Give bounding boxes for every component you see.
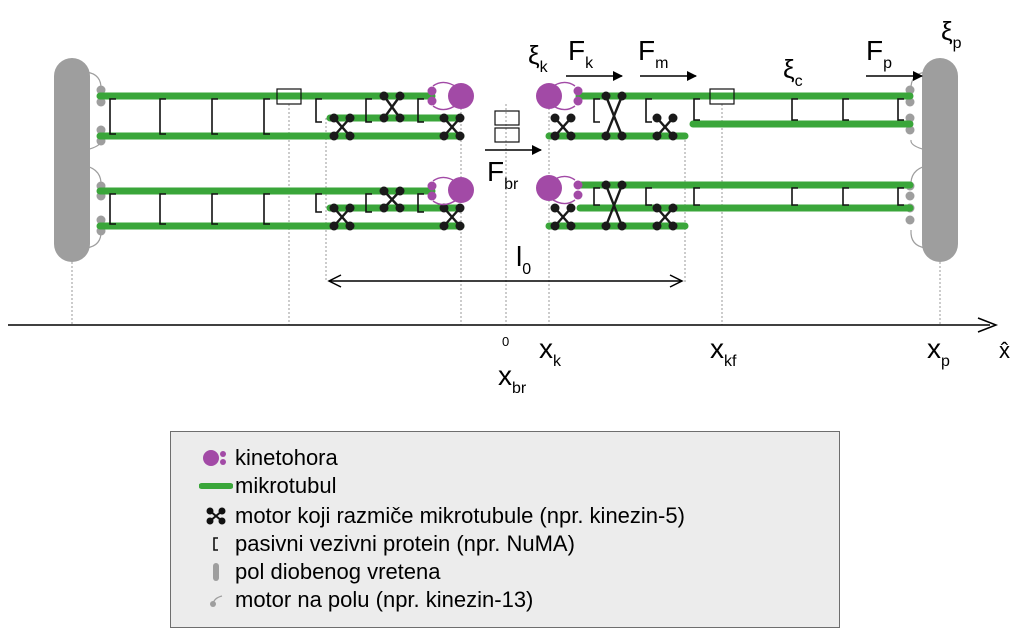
legend-text: kinetohora	[235, 445, 338, 470]
label-xi-c: ξc	[783, 54, 803, 90]
motor	[379, 91, 405, 123]
reference-box-bridge-top	[494, 110, 520, 126]
reference-box-bridge-bottom	[494, 127, 520, 143]
label-axis-end: x̂	[999, 338, 1010, 363]
kinetochore-left-top	[427, 81, 474, 111]
motor	[379, 186, 405, 213]
pole-motor-icon	[199, 589, 233, 611]
legend-item-passive-crosslinker: pasivni vezivni protein (npr. NuMA)	[199, 531, 575, 556]
label-x-kf: xkf	[710, 333, 737, 370]
legend-item-pole: pol diobenog vretena	[199, 559, 441, 584]
legend-item-pole-motor: motor na polu (npr. kinezin-13)	[199, 587, 534, 612]
microtubule-icon	[199, 475, 233, 497]
legend-text: motor na polu (npr. kinezin-13)	[235, 587, 534, 612]
reference-box-right	[709, 88, 735, 105]
label-x-p: xp	[927, 333, 950, 370]
label-F-m: Fm	[638, 35, 668, 72]
motor	[329, 113, 355, 141]
kinetochore-right-bottom	[536, 175, 583, 205]
left-spindle-pole	[54, 58, 90, 262]
guide-lines	[71, 104, 941, 325]
reference-box-left	[276, 88, 302, 105]
microtubules	[96, 92, 914, 230]
motor	[652, 113, 678, 141]
kinetochores	[427, 81, 583, 206]
label-xi-k: ξk	[528, 40, 549, 76]
motors	[329, 91, 678, 231]
legend-item-microtubule: mikrotubul	[199, 473, 337, 498]
kinetochore-right-top	[536, 81, 583, 111]
passive-crosslinker-icon	[199, 533, 233, 555]
motor	[652, 203, 678, 231]
label-x-br: xbr	[498, 360, 527, 397]
motor	[550, 203, 576, 231]
labels: ξp ξk ξc Fk Fm Fp Fbr l0 0 xk xkf xp xbr…	[487, 16, 1010, 397]
label-F-p: Fp	[866, 35, 892, 72]
x-axis	[8, 317, 999, 333]
legend-text: motor koji razmiče mikrotubule (npr. kin…	[235, 503, 685, 528]
motor	[601, 180, 627, 231]
legend-item-motor: motor koji razmiče mikrotubule (npr. kin…	[199, 503, 685, 528]
legend-text: mikrotubul	[235, 473, 337, 498]
motor	[439, 203, 465, 231]
label-x-k: xk	[539, 333, 562, 370]
motor	[329, 203, 355, 231]
legend: kinetohora mikrotubul motor koji razmiče…	[170, 431, 840, 628]
legend-text: pasivni vezivni protein (npr. NuMA)	[235, 531, 575, 556]
legend-item-kinetochore: kinetohora	[199, 445, 338, 470]
motor	[550, 113, 576, 141]
label-l0: l0	[516, 241, 531, 278]
pole-icon	[199, 561, 233, 583]
label-xi-p: ξp	[941, 16, 962, 52]
passive-crosslinkers	[109, 98, 904, 225]
right-spindle-pole	[922, 58, 958, 262]
motor	[601, 91, 627, 141]
kinetochore-left-bottom	[427, 176, 474, 206]
legend-text: pol diobenog vretena	[235, 559, 441, 584]
force-arrows	[485, 71, 923, 155]
reference-boxes	[276, 88, 735, 143]
motor	[439, 113, 465, 141]
label-F-k: Fk	[568, 35, 594, 72]
kinetochore-icon	[199, 447, 233, 469]
l0-dimension-arrow	[327, 274, 684, 288]
label-zero: 0	[502, 334, 509, 349]
label-F-br: Fbr	[487, 156, 519, 193]
motor-icon	[199, 505, 233, 527]
